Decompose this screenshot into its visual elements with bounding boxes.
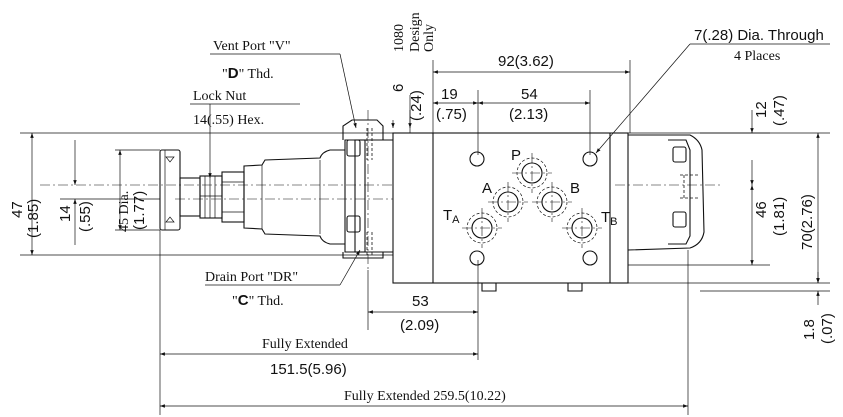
mounting-holes (469, 151, 598, 266)
dim-6: 6 (390, 84, 407, 92)
port-ta-label: TA (443, 207, 460, 226)
vent-port-callout: Vent Port "V" (213, 39, 291, 54)
dim-12: 12 (753, 101, 770, 118)
dim-19-in: (.75) (436, 106, 467, 123)
port-a (488, 182, 528, 222)
dim-19: 19 (441, 86, 458, 103)
dim-14-in: (.55) (77, 201, 94, 232)
fully-extended-label: Fully Extended (262, 337, 348, 352)
dim-46-in: (1.81) (771, 197, 788, 236)
dim-45-in: (1.77) (131, 191, 148, 230)
dim-54-in: (2.13) (509, 106, 548, 123)
port-tb-label: TB (601, 209, 618, 228)
hex-callout: 14(.55) Hex. (193, 113, 264, 128)
design-only-line-2: Only (422, 24, 437, 52)
extension-lines (20, 60, 830, 415)
dim-1-8: 1.8 (801, 319, 818, 340)
dim-53: 53 (412, 293, 429, 310)
leader-lines (190, 43, 830, 286)
model-number: 1080 (392, 24, 407, 52)
through-holes-callout: 7(.28) Dia. Through (694, 27, 824, 44)
dim-92: 92(3.62) (498, 53, 554, 70)
port-tb (562, 208, 602, 248)
fully-extended-total: Fully Extended 259.5(10.22) (344, 389, 506, 404)
port-ta (462, 208, 502, 248)
port-p (512, 153, 552, 193)
dimension-lines (30, 70, 820, 408)
dim-46: 46 (753, 201, 770, 218)
dim-12-in: (.47) (771, 95, 788, 126)
valve-body (159, 119, 705, 292)
dim-47-in: (1.85) (25, 199, 42, 238)
vent-thread-callout: "D" Thd. (222, 65, 274, 82)
dim-47: 47 (9, 201, 26, 218)
lock-nut-callout: Lock Nut (193, 89, 246, 104)
dim-45-dia: 45 Dia. (117, 191, 132, 232)
dim-1-8-in: (.07) (819, 313, 836, 344)
dim-54: 54 (521, 86, 538, 103)
port-a-label: A (482, 180, 492, 197)
port-b-label: B (570, 180, 580, 197)
dim-151-5: 151.5(5.96) (270, 361, 347, 378)
dim-70: 70(2.76) (799, 194, 816, 250)
dim-14: 14 (57, 205, 74, 222)
through-holes-places: 4 Places (734, 49, 780, 64)
design-only-line-1: Design (408, 12, 423, 52)
dim-53-in: (2.09) (400, 317, 439, 334)
drain-thread-callout: "C" Thd. (232, 292, 284, 309)
port-p-label: P (511, 147, 521, 164)
center-lines (40, 110, 720, 270)
drain-port-callout: Drain Port "DR" (205, 270, 298, 285)
dim-6-in: (.24) (408, 90, 425, 121)
labels: 1080 Design Only Vent Port "V" "D" Thd. … (9, 12, 836, 404)
port-b (532, 182, 572, 222)
